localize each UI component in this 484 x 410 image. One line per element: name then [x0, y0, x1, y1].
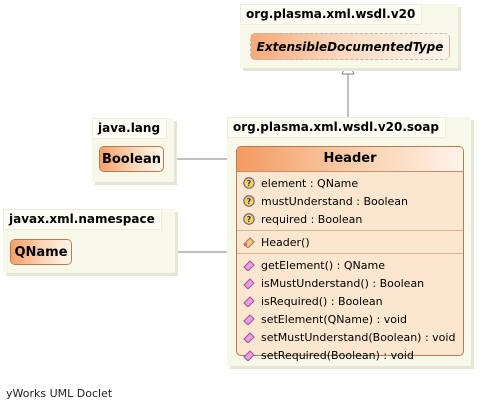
method-icon: [243, 277, 255, 290]
member-label: mustUnderstand : Boolean: [261, 194, 409, 208]
field-icon: ?: [243, 177, 255, 189]
member-row[interactable]: isMustUnderstand() : Boolean: [237, 274, 463, 292]
member-label: setElement(QName) : void: [261, 312, 408, 326]
class-header[interactable]: Header ? element : QName? mustUnderstand :…: [236, 146, 464, 362]
member-label: Header(): [261, 235, 310, 249]
package-name: java.lang: [92, 118, 168, 139]
constructors-section: Header(): [237, 231, 463, 254]
svg-text:?: ?: [247, 179, 252, 188]
class-extensible-documented-type[interactable]: ExtensibleDocumentedType: [250, 33, 450, 60]
package-name: org.plasma.xml.wsdl.v20: [240, 4, 423, 25]
member-row[interactable]: Header(): [237, 233, 463, 251]
member-row[interactable]: getElement() : QName: [237, 256, 463, 274]
method-icon: [243, 331, 255, 344]
member-label: required : Boolean: [261, 212, 363, 226]
method-icon: [243, 313, 255, 326]
method-icon: [243, 349, 255, 362]
class-qname[interactable]: QName: [10, 239, 72, 265]
member-row[interactable]: setRequired(Boolean) : void: [237, 346, 463, 364]
attributes-section: ? element : QName? mustUnderstand : Boolea…: [237, 172, 463, 231]
member-label: isRequired() : Boolean: [261, 294, 383, 308]
class-boolean[interactable]: Boolean: [99, 146, 164, 172]
member-row[interactable]: setElement(QName) : void: [237, 310, 463, 328]
field-icon: ?: [243, 195, 255, 207]
member-row[interactable]: isRequired() : Boolean: [237, 292, 463, 310]
svg-text:?: ?: [247, 215, 252, 224]
package-name: javax.xml.namespace: [3, 209, 162, 230]
member-label: element : QName: [261, 176, 359, 190]
svg-text:?: ?: [247, 197, 252, 206]
member-label: setRequired(Boolean) : void: [261, 348, 414, 362]
class-name: Boolean: [100, 147, 163, 171]
footer-credit: yWorks UML Doclet: [6, 387, 113, 400]
member-row[interactable]: setMustUnderstand(Boolean) : void: [237, 328, 463, 346]
field-icon: ?: [243, 213, 255, 225]
member-label: getElement() : QName: [261, 258, 385, 272]
constructor-icon: [243, 236, 255, 249]
class-name: ExtensibleDocumentedType: [256, 39, 444, 54]
class-name: Header: [237, 147, 463, 172]
methods-section: getElement() : QName isMustUnderstand() :…: [237, 254, 463, 366]
method-icon: [243, 295, 255, 308]
package-name: org.plasma.xml.wsdl.v20.soap: [227, 117, 446, 138]
member-label: setMustUnderstand(Boolean) : void: [261, 330, 456, 344]
member-row[interactable]: ? required : Boolean: [237, 210, 463, 228]
member-row[interactable]: ? element : QName: [237, 174, 463, 192]
class-name: QName: [11, 240, 71, 264]
member-row[interactable]: ? mustUnderstand : Boolean: [237, 192, 463, 210]
member-label: isMustUnderstand() : Boolean: [261, 276, 425, 290]
method-icon: [243, 259, 255, 272]
